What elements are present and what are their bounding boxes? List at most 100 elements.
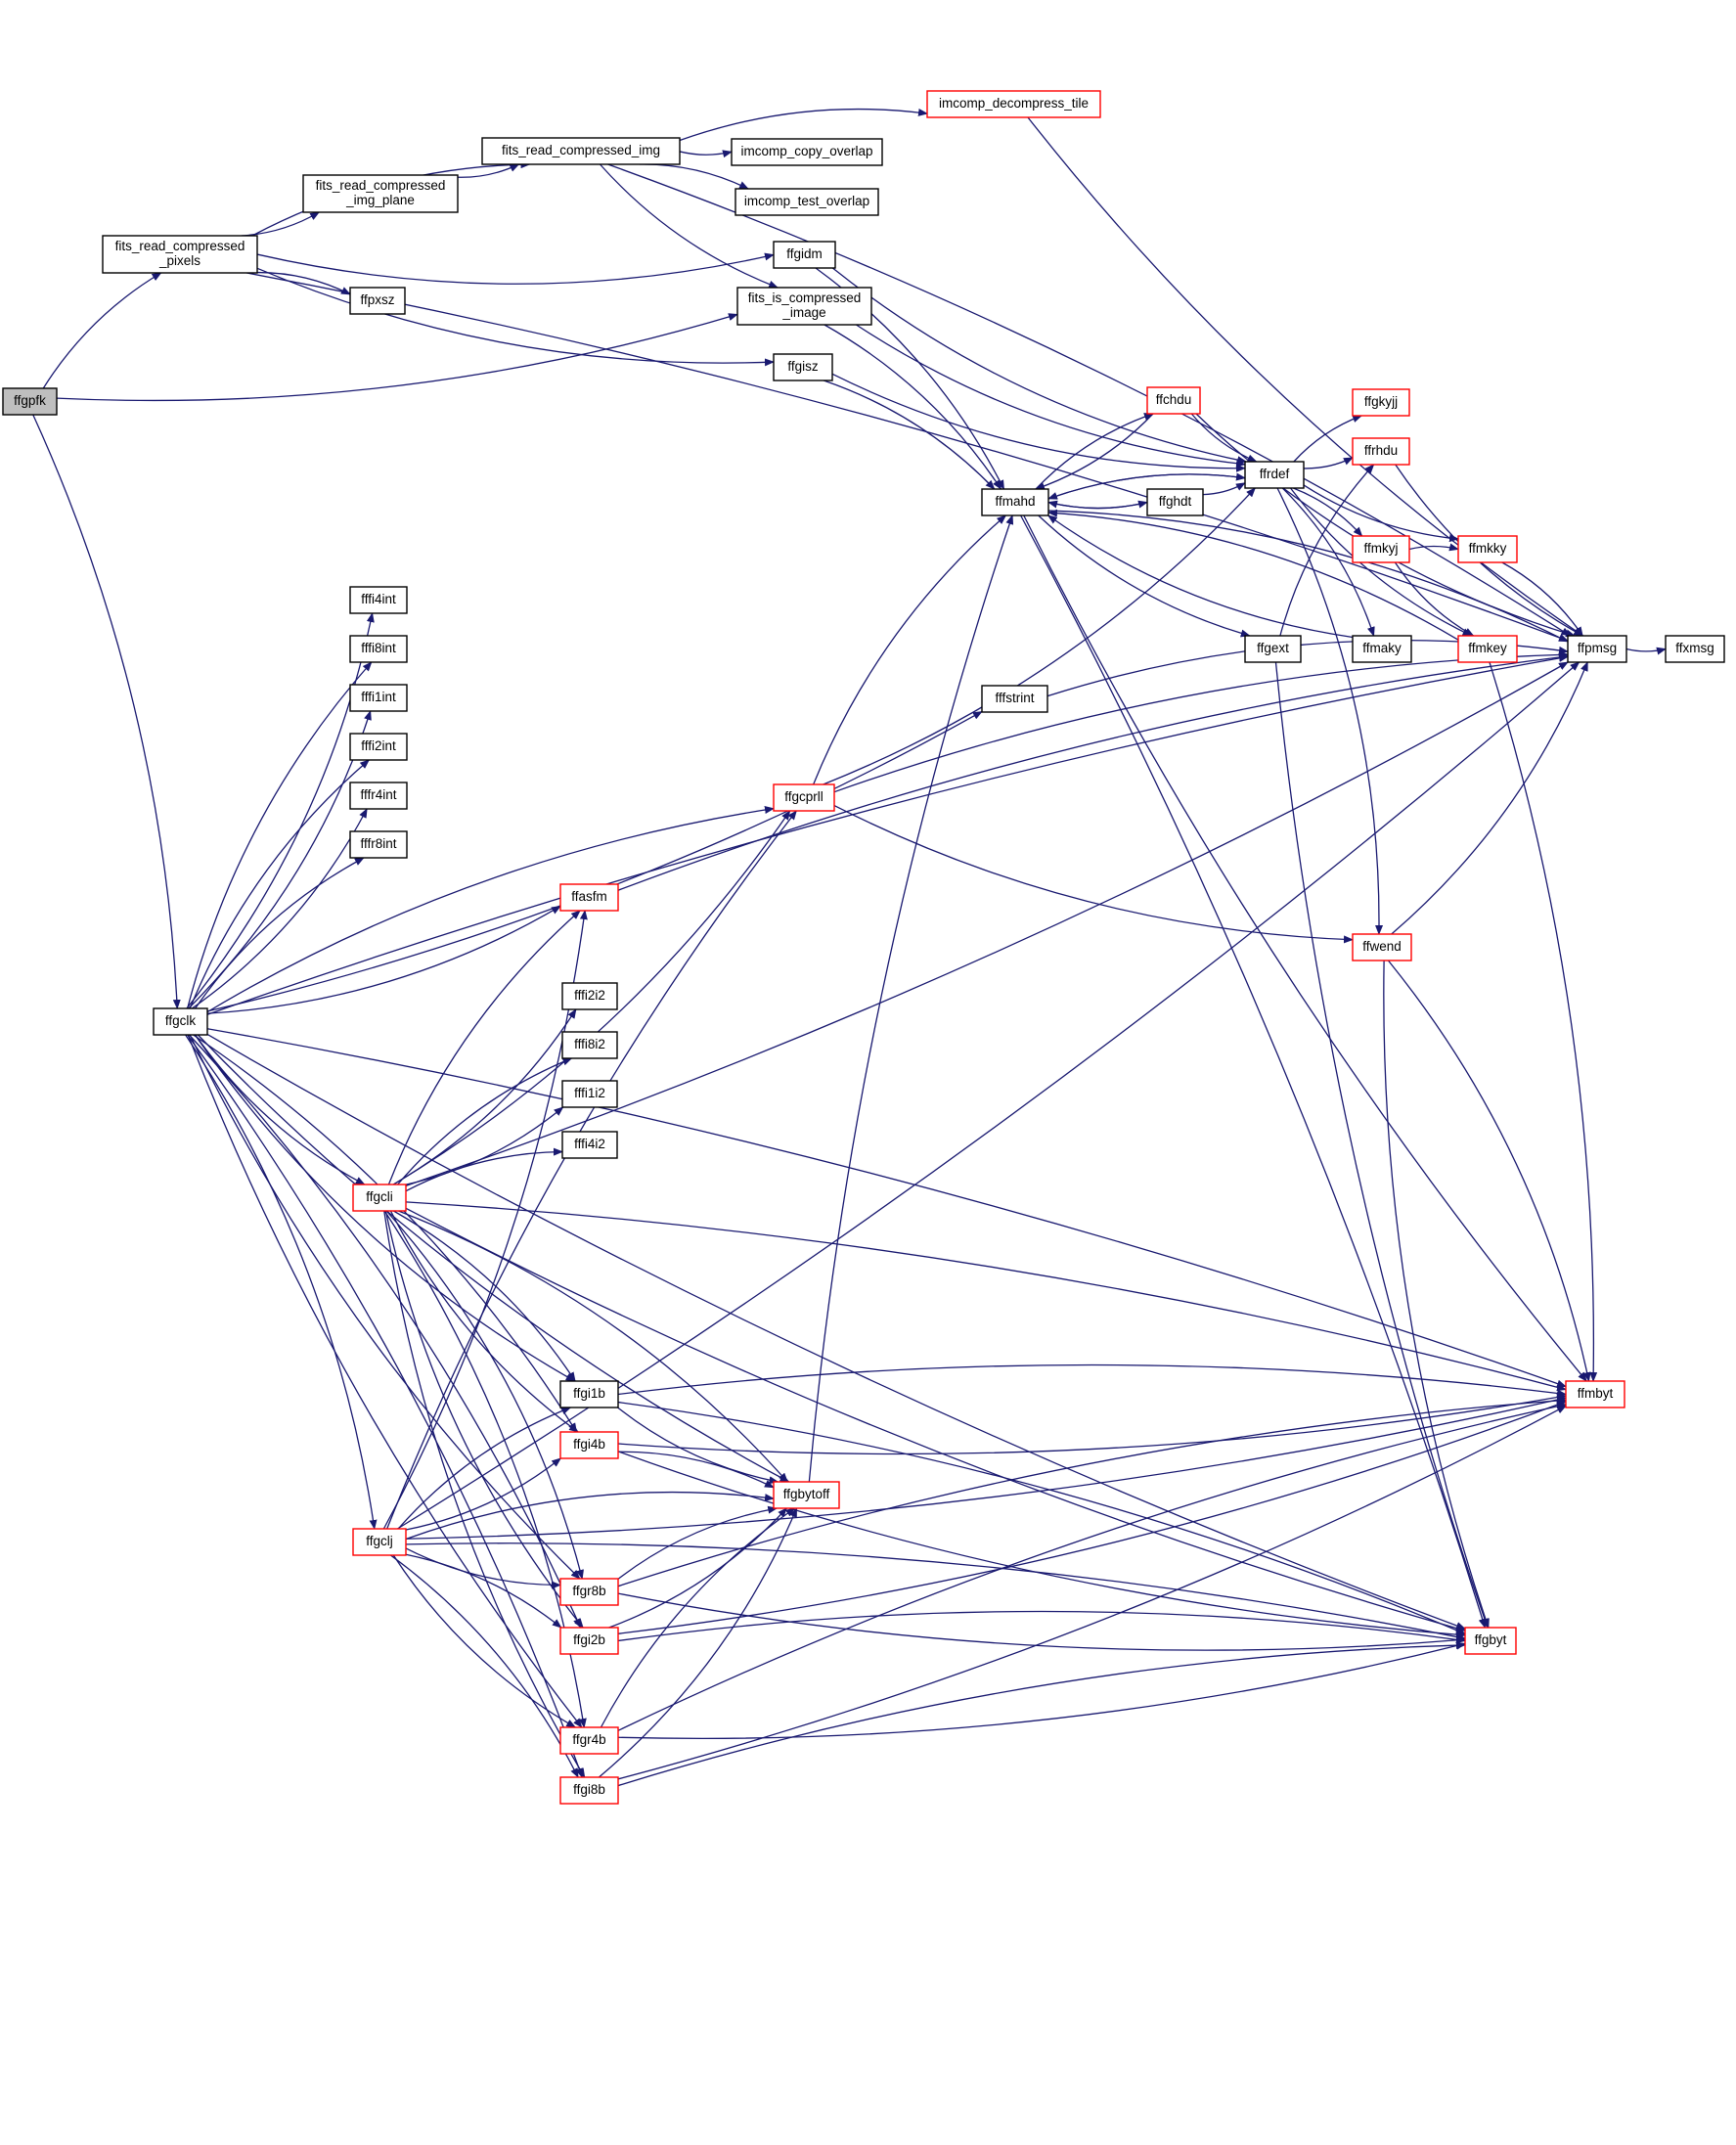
node-ffmbyt[interactable]: ffmbyt	[1565, 1380, 1625, 1408]
edge-ffgext-to-ffrhdu	[1279, 464, 1375, 637]
node-idecomp-box	[926, 90, 1101, 118]
node-fffi8i2[interactable]: fffi8i2	[561, 1031, 618, 1059]
edge-ffrdef-to-ffrhdu	[1303, 457, 1354, 469]
edge-ffpmsg-to-ffxmsg	[1625, 647, 1667, 655]
node-ffgr8b[interactable]: ffgr8b	[559, 1578, 619, 1606]
nodes-layer: ffgpfk fits_read_compressed_pixels fits_re…	[2, 90, 1725, 1805]
edge-ffgi4b-to-ffmbyt	[617, 1393, 1567, 1455]
node-ffgi2b-label: ffgi2b	[573, 1632, 605, 1647]
node-ffrhdu[interactable]: ffrhdu	[1352, 437, 1410, 466]
edge-ffgclk-to-ffgr8b	[189, 1034, 581, 1580]
edge-ffmaky-to-ffmahd	[1046, 514, 1354, 639]
node-fisc-label: fits_is_compressed	[748, 290, 862, 305]
node-ffgcli[interactable]: ffgcli	[352, 1184, 407, 1212]
edge-ffrdef-to-ffmaky	[1281, 487, 1375, 637]
node-frcp[interactable]: fits_read_compressed_pixels	[102, 235, 258, 274]
node-ffgclk[interactable]: ffgclk	[153, 1007, 208, 1036]
node-fffr4int[interactable]: fffr4int	[349, 782, 408, 810]
edge-ffgi4b-to-ffgbytoff	[617, 1451, 775, 1489]
node-ffmahd[interactable]: ffmahd	[981, 488, 1049, 516]
node-fisc[interactable]: fits_is_compressed_image	[736, 287, 872, 326]
node-frcimgplane[interactable]: fits_read_compressed_img_plane	[302, 174, 459, 213]
node-fffi8int-box	[349, 635, 408, 663]
edge-ffgi2b-to-ffmbyt	[617, 1401, 1567, 1634]
edge-ffgcli-to-ffasfm	[387, 910, 581, 1185]
edge-ffmahd-to-ffgext	[1038, 514, 1251, 638]
node-fffi1i2[interactable]: fffi1i2	[561, 1080, 618, 1108]
edge-ffgclk-to-ffgi1b	[194, 1034, 576, 1382]
edge-ffmahd-to-ffchdu	[1035, 413, 1154, 490]
node-ffgi8b-box	[559, 1776, 619, 1805]
node-frcimgplane-box	[302, 174, 459, 213]
edge-ffgclk-to-fffi4int	[186, 612, 375, 1009]
node-ffxmsg[interactable]: ffxmsg	[1665, 635, 1725, 663]
node-ffgkyjj[interactable]: ffgkyjj	[1352, 388, 1410, 417]
node-fffi4int[interactable]: fffi4int	[349, 586, 408, 614]
node-fffr8int-box	[349, 830, 408, 859]
node-ffgclj[interactable]: ffgclj	[352, 1528, 407, 1556]
node-fffi1int[interactable]: fffi1int	[349, 684, 408, 712]
node-fffi4i2[interactable]: fffi4i2	[561, 1131, 618, 1159]
node-frcimgplane-label: fits_read_compressed	[316, 178, 446, 193]
node-ffgext[interactable]: ffgext	[1244, 635, 1302, 663]
node-fffi2int[interactable]: fffi2int	[349, 733, 408, 761]
node-ffpmsg[interactable]: ffpmsg	[1567, 635, 1627, 663]
node-ffrdef[interactable]: ffrdef	[1244, 461, 1305, 489]
edge-frcimg-to-icopy	[679, 150, 733, 158]
node-ffgi2b[interactable]: ffgi2b	[559, 1627, 619, 1655]
edge-frcimgplane-to-frcimg	[457, 163, 520, 178]
node-ffchdu[interactable]: ffchdu	[1146, 386, 1201, 415]
node-itest[interactable]: imcomp_test_overlap	[734, 188, 879, 216]
node-fffstrint[interactable]: fffstrint	[981, 685, 1048, 713]
node-ffgr8b-label: ffgr8b	[572, 1584, 605, 1598]
edge-ffgclk-to-fffi2int	[189, 759, 371, 1009]
node-itest-label: imcomp_test_overlap	[744, 194, 869, 208]
edge-ffgclk-to-ffgbyt	[206, 1033, 1466, 1630]
node-ffmkey[interactable]: ffmkey	[1457, 635, 1518, 663]
edges-layer	[32, 108, 1667, 1787]
node-frcimg[interactable]: fits_read_compressed_img	[481, 137, 681, 165]
edge-ffgclk-to-fffi8int	[187, 661, 373, 1009]
node-ffgcprll[interactable]: ffgcprll	[773, 783, 835, 812]
node-fffr8int[interactable]: fffr8int	[349, 830, 408, 859]
edge-ffgclj-to-ffpmsg	[397, 661, 1580, 1530]
node-ffgbyt[interactable]: ffgbyt	[1464, 1627, 1517, 1655]
edge-ffghdt-to-ffmahd	[1047, 500, 1148, 510]
edge-fisc-to-ffrdef	[856, 324, 1246, 468]
node-fffi8i2-label: fffi8i2	[574, 1037, 605, 1051]
edge-ffgext-to-ffgbyt	[1274, 661, 1489, 1629]
node-ffgidm[interactable]: ffgidm	[773, 241, 836, 269]
edge-ffgclj-to-ffgcprll	[386, 810, 797, 1530]
node-fffi2i2[interactable]: fffi2i2	[561, 982, 618, 1010]
node-ffmbyt-label: ffmbyt	[1578, 1386, 1614, 1401]
node-frcimgplane-label: _img_plane	[345, 193, 415, 207]
node-ffgpfk[interactable]: ffgpfk	[2, 387, 58, 416]
node-fffi8int[interactable]: fffi8int	[349, 635, 408, 663]
edge-ffgcli-to-fffi8i2	[397, 1057, 573, 1185]
node-ffgisz[interactable]: ffgisz	[773, 353, 833, 381]
node-ffgi8b[interactable]: ffgi8b	[559, 1776, 619, 1805]
node-ffgr4b[interactable]: ffgr4b	[559, 1726, 619, 1755]
edge-ffchdu-to-ffrdef	[1190, 413, 1258, 463]
edge-ffgclk-to-fffi1int	[188, 710, 372, 1009]
node-ffgi4b[interactable]: ffgi4b	[559, 1431, 619, 1459]
edge-ffasfm-to-ffpmsg	[617, 653, 1569, 891]
node-ffmaky[interactable]: ffmaky	[1352, 635, 1412, 663]
node-ffasfm[interactable]: ffasfm	[559, 883, 619, 912]
node-idecomp[interactable]: imcomp_decompress_tile	[926, 90, 1101, 118]
node-fffstrint-box	[981, 685, 1048, 713]
node-ffmkky[interactable]: ffmkky	[1457, 535, 1518, 563]
node-ffmkyj[interactable]: ffmkyj	[1352, 535, 1410, 563]
edge-ffgpfk-to-ffgclk	[32, 414, 181, 1009]
node-icopy[interactable]: imcomp_copy_overlap	[731, 138, 883, 166]
edge-ffgclk-to-ffgclj	[185, 1034, 378, 1530]
node-ffpxsz[interactable]: ffpxsz	[349, 287, 406, 315]
node-ffghdt[interactable]: ffghdt	[1146, 488, 1204, 516]
edge-ffgclk-to-ffpmsg	[206, 654, 1569, 1015]
edge-ffgcli-to-ffgr8b	[385, 1210, 584, 1580]
node-ffwend[interactable]: ffwend	[1352, 933, 1412, 961]
node-ffgi1b[interactable]: ffgi1b	[559, 1380, 619, 1408]
node-ffgbytoff[interactable]: ffgbytoff	[773, 1481, 840, 1509]
edge-frcimg-to-itest	[639, 163, 749, 190]
